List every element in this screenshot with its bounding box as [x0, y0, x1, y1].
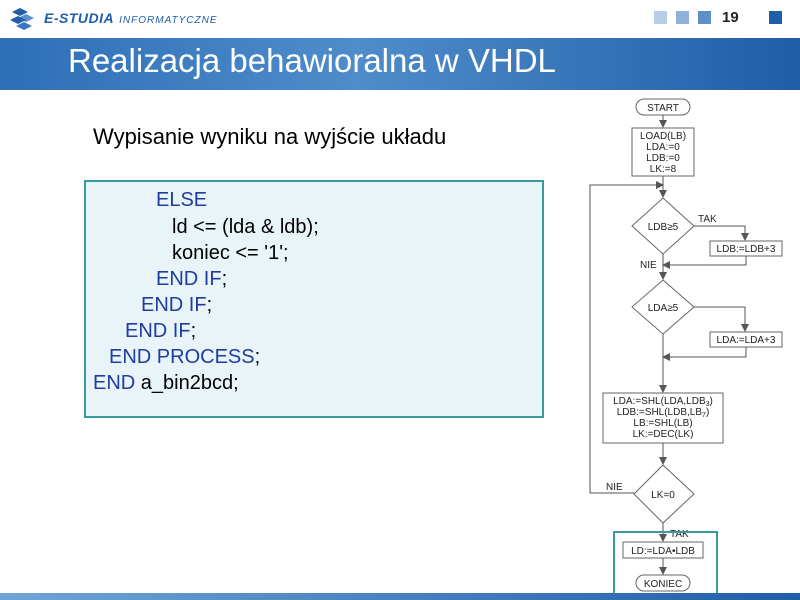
logo-text: E-STUDIA INFORMATYCZNE: [44, 10, 218, 26]
flow-shift-box: [602, 392, 724, 444]
page-number: 19: [722, 9, 739, 26]
flow-init-line: LDB:=0: [646, 153, 680, 164]
code-line: END IF;: [156, 268, 227, 291]
title-bar: [0, 38, 800, 90]
flow-shift-subscript: 3: [706, 401, 710, 408]
flow-decision-3-label: LK=0: [651, 490, 675, 501]
code-keyword: END IF: [125, 320, 191, 342]
code-text: ;: [190, 320, 197, 342]
flow-decision-1-label: LDB≥5: [648, 222, 679, 233]
flow-init-line: LK:=8: [650, 164, 677, 175]
code-keyword: END IF: [156, 268, 222, 290]
flow-shift-line: LDA:=SHL(LDA,LDB3): [613, 396, 713, 408]
code-keyword: END PROCESS: [109, 346, 255, 368]
flow-init-line: LOAD(LB): [640, 131, 686, 142]
flow-decision-2-label: LDA≥5: [648, 303, 679, 314]
flow-shift-text: ): [706, 407, 709, 418]
code-line: ld <= (lda & ldb);: [172, 216, 319, 238]
code-line: ELSE: [156, 189, 208, 211]
logo-sub: INFORMATYCZNE: [119, 15, 218, 26]
logo: E-STUDIA INFORMATYCZNE: [8, 5, 218, 31]
code-box: [84, 180, 544, 418]
flow-shift-text: ): [710, 396, 713, 407]
decor-square: [676, 11, 689, 24]
decor-squares: [654, 11, 720, 24]
code-line: END PROCESS;: [109, 346, 260, 369]
code-line: END IF;: [141, 294, 212, 317]
code-text: ;: [254, 346, 261, 368]
decor-square-dark: [769, 11, 782, 24]
flow-action-1-label: LDB:=LDB+3: [717, 244, 776, 255]
flow-shift-text: LDB:=SHL(LDB,LB: [617, 407, 703, 418]
code-text: ;: [206, 294, 213, 316]
flow-shift-line: LK:=DEC(LK): [633, 429, 694, 440]
flow-result-label: LD:=LDA•LDB: [631, 546, 695, 557]
flow-shift-line: LB:=SHL(LB): [633, 418, 692, 429]
flow-start-label: START: [647, 103, 679, 114]
flow-yes-label: TAK: [670, 529, 689, 540]
logo-icon: [10, 8, 34, 30]
decor-square: [698, 11, 711, 24]
code-keyword: END: [93, 372, 136, 394]
flow-yes-label: TAK: [698, 214, 717, 225]
code-line: END IF;: [125, 320, 196, 343]
slide-title: Realizacja behawioralna w VHDL: [68, 42, 556, 79]
flow-shift-text: LDA:=SHL(LDA,LDB: [613, 396, 706, 407]
header: E-STUDIA INFORMATYCZNE 19: [0, 0, 800, 38]
code-keyword: END IF: [141, 294, 207, 316]
flow-end-label: KONIEC: [644, 579, 682, 590]
flow-action-2-label: LDA:=LDA+3: [717, 335, 776, 346]
code-text: a_bin2bcd;: [135, 372, 239, 394]
slide-subtitle: Wypisanie wyniku na wyjście układu: [93, 124, 447, 149]
flow-shift-subscript: 7: [702, 412, 706, 419]
flow-init-line: LDA:=0: [646, 142, 680, 153]
flow-end: [635, 574, 691, 592]
code-text: ;: [221, 268, 228, 290]
code-line: koniec <= '1';: [172, 242, 289, 264]
flow-shift-line: LDB:=SHL(LDB,LB7): [617, 407, 710, 419]
bottom-bar: [0, 593, 800, 600]
flow-no-label: NIE: [606, 482, 623, 493]
code-line: END a_bin2bcd;: [93, 372, 239, 395]
logo-main: E-STUDIA: [44, 10, 115, 26]
decor-square: [654, 11, 667, 24]
flow-no-label: NIE: [640, 260, 657, 271]
